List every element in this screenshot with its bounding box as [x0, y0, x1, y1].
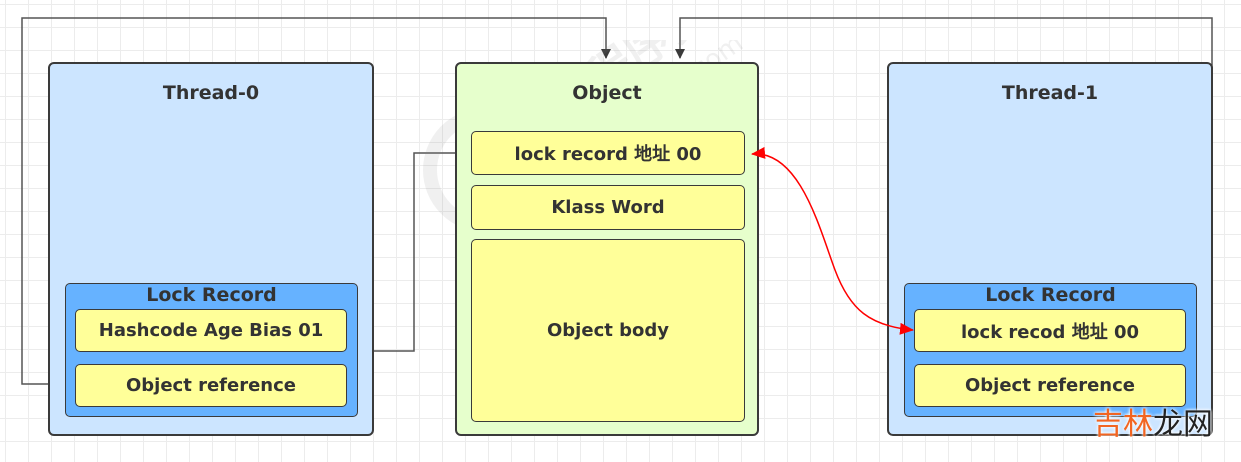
object-klass-word-field: Klass Word — [471, 185, 745, 230]
thread-1-lock-record-title: Lock Record — [985, 284, 1116, 306]
object-box: Object lock record 地址 00 Klass Word Obje… — [455, 62, 759, 436]
object-body-field: Object body — [471, 239, 745, 422]
thread-0-lock-record-title: Lock Record — [146, 284, 277, 306]
site-watermark: 吉林龙网 — [1093, 410, 1213, 440]
thread-0-title: Thread-0 — [162, 82, 260, 104]
object-title: Object — [572, 82, 642, 104]
thread-0-lock-record: Lock Record Hashcode Age Bias 01 Object … — [65, 283, 358, 417]
watermark-part1: 吉林 — [1093, 407, 1153, 442]
thread-0-box: Thread-0 Lock Record Hashcode Age Bias 0… — [48, 62, 374, 436]
thread-1-lock-recod-address-field: lock recod 地址 00 — [914, 309, 1186, 352]
object-lock-record-address-field: lock record 地址 00 — [471, 131, 745, 175]
thread-1-box: Thread-1 Lock Record lock recod 地址 00 Ob… — [887, 62, 1213, 436]
thread-1-title: Thread-1 — [1001, 82, 1099, 104]
thread-0-hashcode-age-bias-field: Hashcode Age Bias 01 — [75, 309, 347, 352]
watermark-part2: 龙网 — [1153, 407, 1213, 442]
thread-0-object-reference-field: Object reference — [75, 364, 347, 407]
thread-1-lock-record: Lock Record lock recod 地址 00 Object refe… — [904, 283, 1197, 417]
thread-1-object-reference-field: Object reference — [914, 364, 1186, 407]
